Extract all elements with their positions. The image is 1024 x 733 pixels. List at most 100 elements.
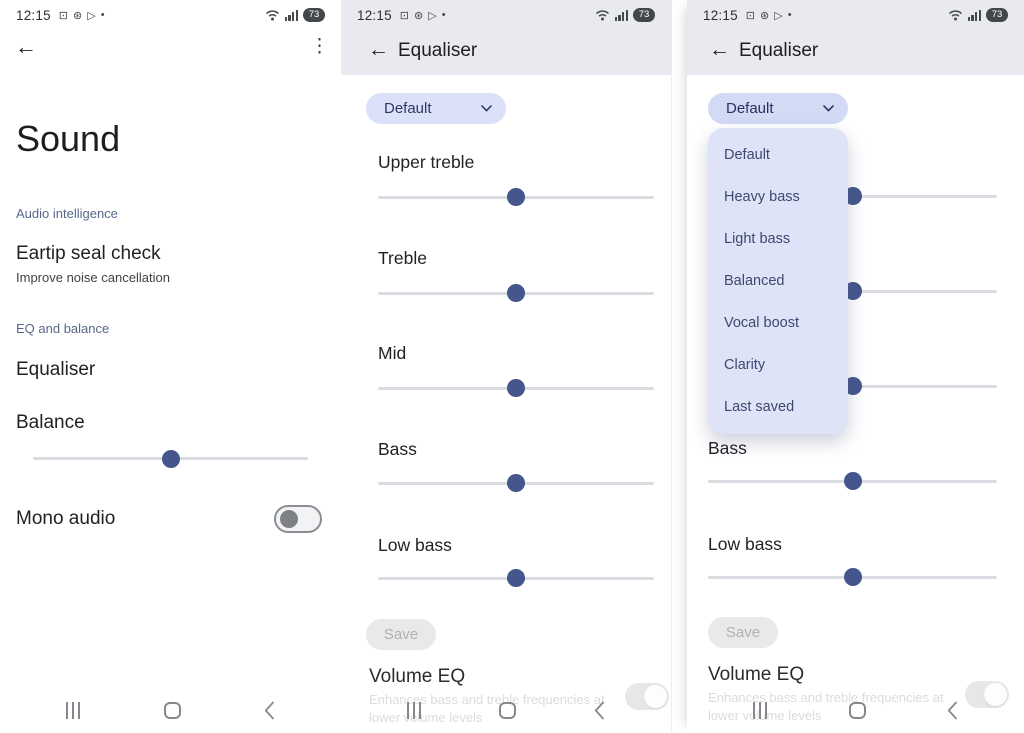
equaliser-title: Equaliser <box>398 40 478 61</box>
status-left-icons: ⊡ ⊛ ▷ • <box>59 9 105 22</box>
preset-menu-item[interactable]: Balanced <box>724 273 785 289</box>
status-time: 12:15 <box>703 7 738 23</box>
eartip-seal-check-subtitle: Improve noise cancellation <box>16 270 170 285</box>
volume-eq-subtitle: Enhances bass and treble frequencies at … <box>369 692 605 725</box>
status-bar: 12:15 ⊡ ⊛ ▷ • 73 <box>341 0 671 30</box>
balance-label: Balance <box>16 412 85 433</box>
status-right-icons: 73 <box>595 8 655 22</box>
equaliser-header: 12:15 ⊡ ⊛ ▷ • 73 ← Equaliser <box>687 0 1024 75</box>
back-icon[interactable] <box>594 701 605 720</box>
volume-eq-title: Volume EQ <box>708 664 805 685</box>
toggle-knob <box>644 685 667 708</box>
slider-thumb[interactable] <box>507 284 525 302</box>
back-icon[interactable] <box>264 701 275 720</box>
record-icon: ⊛ <box>73 9 83 22</box>
page-title: Sound <box>16 118 121 159</box>
save-button[interactable]: Save <box>366 619 436 650</box>
preset-menu-item[interactable]: Light bass <box>724 231 791 247</box>
signal-icon <box>284 9 298 21</box>
wifi-icon <box>265 10 279 21</box>
preset-dropdown-expanded[interactable]: Default <box>708 93 848 124</box>
chevron-down-icon <box>481 105 492 112</box>
navigation-bar <box>0 699 341 721</box>
slider-thumb[interactable] <box>843 472 862 490</box>
slider-thumb[interactable] <box>843 568 862 586</box>
home-icon[interactable] <box>499 701 516 719</box>
home-icon[interactable] <box>848 701 866 719</box>
back-icon[interactable] <box>947 701 958 720</box>
volume-eq-toggle[interactable] <box>965 681 1009 708</box>
status-right-icons: 73 <box>948 8 1008 22</box>
sound-appbar: ← ⋮ <box>0 32 341 66</box>
status-left-icons: ⊡ ⊛ ▷ • <box>746 9 792 22</box>
eartip-seal-check-item[interactable]: Eartip seal check <box>16 243 161 264</box>
slider-label: Low bass <box>708 534 782 554</box>
slider-thumb[interactable] <box>507 569 525 587</box>
screen-capture-icon: ⊡ <box>745 9 756 22</box>
recents-icon[interactable] <box>407 701 421 719</box>
more-options-icon[interactable]: ⋮ <box>310 36 329 57</box>
back-arrow-icon[interactable]: ← <box>368 38 389 61</box>
signal-icon <box>967 9 981 21</box>
screen-capture-icon: ⊡ <box>399 9 410 22</box>
preset-dropdown[interactable]: Default <box>366 93 506 124</box>
slider-label: Upper treble <box>378 152 475 172</box>
balance-slider-thumb[interactable] <box>161 450 180 468</box>
play-store-icon: ▷ <box>774 9 783 22</box>
status-time: 12:15 <box>357 7 392 23</box>
battery-pill: 73 <box>633 8 655 22</box>
back-arrow-icon[interactable]: ← <box>709 38 730 61</box>
mono-audio-toggle[interactable] <box>274 505 322 533</box>
home-icon[interactable] <box>163 701 181 719</box>
status-right-icons: 73 <box>265 8 325 22</box>
equaliser-header: 12:15 ⊡ ⊛ ▷ • 73 ← Equaliser <box>341 0 671 75</box>
navigation-bar <box>687 699 1024 721</box>
back-arrow-icon[interactable]: ← <box>15 34 37 59</box>
preset-menu-item[interactable]: Vocal boost <box>724 315 799 331</box>
slider-thumb[interactable] <box>843 282 862 300</box>
preset-menu-item[interactable]: Clarity <box>724 357 766 373</box>
toggle-knob <box>984 683 1007 706</box>
section-eq-and-balance: EQ and balance <box>16 321 110 336</box>
status-bar: 12:15 ⊡ ⊛ ▷ • 73 <box>687 0 1024 30</box>
signal-icon <box>614 9 628 21</box>
slider-label: Bass <box>378 439 417 459</box>
recents-icon[interactable] <box>753 701 767 719</box>
equaliser-item[interactable]: Equaliser <box>16 359 96 380</box>
status-time: 12:15 <box>16 7 51 23</box>
slider-thumb[interactable] <box>507 188 525 206</box>
record-icon: ⊛ <box>414 9 424 22</box>
mono-audio-label: Mono audio <box>16 508 116 529</box>
play-store-icon: ▷ <box>428 9 437 22</box>
slider-label: Bass <box>708 438 747 458</box>
recents-icon[interactable] <box>66 701 80 719</box>
chevron-down-icon <box>823 105 834 112</box>
equaliser-title: Equaliser <box>739 40 819 61</box>
notification-dot: • <box>100 9 105 21</box>
slider-label: Mid <box>378 343 407 363</box>
notification-dot: • <box>787 9 792 21</box>
slider-thumb[interactable] <box>507 379 525 397</box>
preset-selected-value: Default <box>384 100 432 117</box>
battery-pill: 73 <box>303 8 325 22</box>
slider-label: Treble <box>378 248 427 268</box>
preset-selected-value: Default <box>726 100 774 117</box>
navigation-bar <box>341 699 671 721</box>
notification-dot: • <box>441 9 446 21</box>
battery-pill: 73 <box>986 8 1008 22</box>
record-icon: ⊛ <box>760 9 770 22</box>
preset-menu-item[interactable]: Last saved <box>724 399 795 415</box>
slider-thumb[interactable] <box>507 474 525 492</box>
wifi-icon <box>948 10 962 21</box>
preset-menu-item[interactable]: Heavy bass <box>724 189 800 205</box>
slider-thumb[interactable] <box>843 377 862 395</box>
volume-eq-toggle[interactable] <box>625 683 669 710</box>
save-button[interactable]: Save <box>708 617 778 648</box>
slider-label: Low bass <box>378 535 452 555</box>
screen-capture-icon: ⊡ <box>58 9 69 22</box>
slider-thumb[interactable] <box>843 187 862 205</box>
volume-eq-subtitle: Enhances bass and treble frequencies at … <box>708 690 944 723</box>
preset-menu-item[interactable]: Default <box>724 147 770 163</box>
